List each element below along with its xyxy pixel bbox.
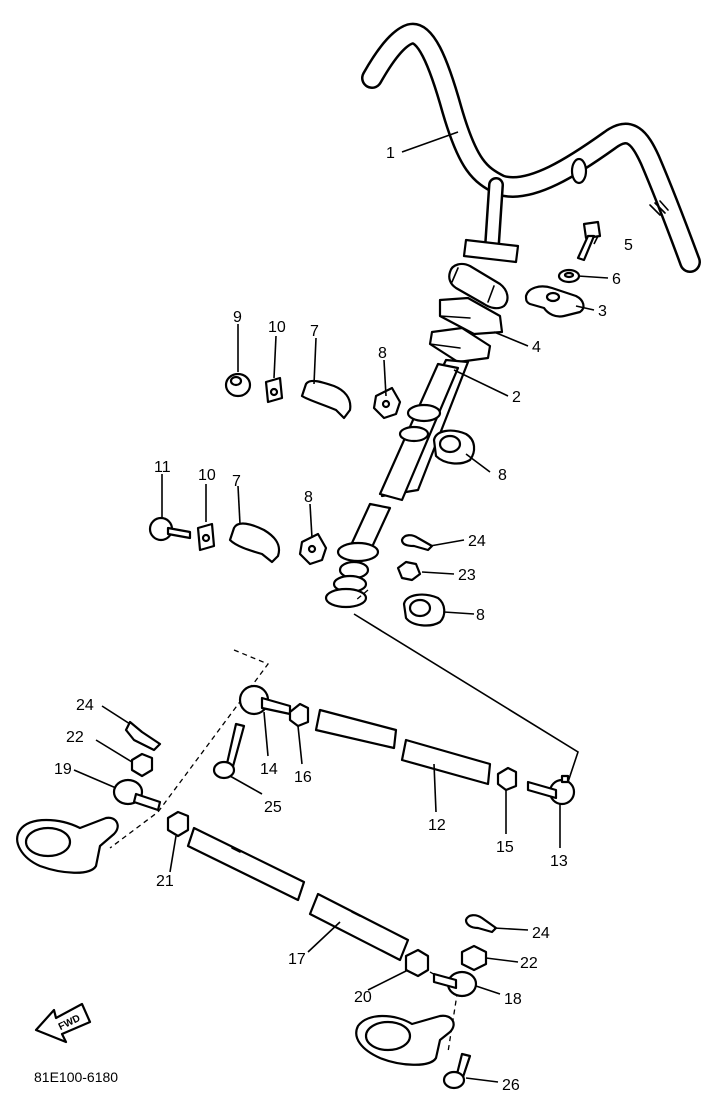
label-part-13: 13 [550,853,568,870]
cotter-pin-24-left [124,720,162,752]
forward-direction-arrow: FWD [34,1002,92,1044]
label-part-15: 15 [496,839,514,856]
tie-rod-end-19 [112,778,162,812]
bolt-11 [148,516,192,542]
label-part-18: 18 [504,991,522,1008]
label-part-3: 3 [598,303,607,320]
nut-22-left [130,752,154,778]
cotter-pin-24-right [464,914,498,934]
clamp-7-middle [228,522,281,564]
cotter-pin-24-upper [400,534,434,552]
tie-rod-12-segment-b [400,738,492,786]
tie-rod-17-segment-b [308,892,410,962]
plate-10-middle [196,522,216,552]
bolt-26 [442,1052,472,1090]
nut [557,268,581,284]
label-part-22-right: 22 [520,955,538,972]
label-part-11: 11 [154,459,171,476]
clamp-7-upper [300,379,352,420]
label-part-12: 12 [428,817,446,834]
label-part-6: 6 [612,271,621,288]
bolt-25 [212,722,246,780]
locknut-15 [496,766,518,792]
part-number-labels: 1 2 3 4 5 6 7 7 8 8 8 8 9 10 10 11 12 13… [54,145,633,1094]
label-part-22-left: 22 [66,729,84,746]
label-part-10-upper: 10 [268,319,286,336]
tie-rod-end-18 [432,970,478,998]
label-part-1: 1 [386,145,395,162]
label-part-5: 5 [624,237,633,254]
label-part-24-left: 24 [76,697,94,714]
label-part-24-right: 24 [532,925,550,942]
bolt [576,220,602,262]
diagram-code: 81E100-6180 [34,1069,118,1085]
label-part-24-upper: 24 [468,533,486,550]
label-part-14: 14 [260,761,278,778]
locknut-20 [404,948,430,978]
handlebar [361,22,701,310]
collar-8-upper [372,386,402,420]
label-part-8-upper: 8 [378,345,387,362]
tie-rod-end-14 [238,684,292,716]
label-part-20: 20 [354,989,372,1006]
label-part-23: 23 [458,567,476,584]
bushing-lower [402,593,446,627]
label-part-2: 2 [512,389,521,406]
label-part-10-middle: 10 [198,467,216,484]
nut-22-right [460,944,488,972]
collar-8-middle [298,532,328,566]
steering-knuckle-right [355,1014,455,1066]
locknut-16 [288,702,310,728]
steering-shaft [324,362,460,609]
tie-rod-12-segment-a [314,708,398,750]
locknut-21 [166,810,190,838]
label-part-16: 16 [294,769,312,786]
steering-knuckle-left [16,816,119,874]
collar-9 [224,372,252,398]
bushing-upper [432,429,476,465]
tie-rod-17-segment-a [186,826,306,902]
nut-23 [396,560,422,582]
plate-10-upper [264,376,284,404]
handlebar-cap [524,285,585,318]
label-part-7-upper: 7 [310,323,319,340]
leader-lines [73,131,609,1083]
label-part-8-right-lower: 8 [476,607,485,624]
label-part-26: 26 [502,1077,520,1094]
label-part-25: 25 [264,799,282,816]
tie-rod-end-13 [526,774,576,806]
label-part-4: 4 [532,339,541,356]
label-part-8-right-upper: 8 [498,467,507,484]
label-part-7-middle: 7 [232,473,241,490]
label-part-21: 21 [156,873,174,890]
label-part-9: 9 [233,309,242,326]
label-part-17: 17 [288,951,306,968]
handlebar-holder-upper [438,296,504,336]
label-part-8-middle: 8 [304,489,313,506]
label-part-19: 19 [54,761,72,778]
